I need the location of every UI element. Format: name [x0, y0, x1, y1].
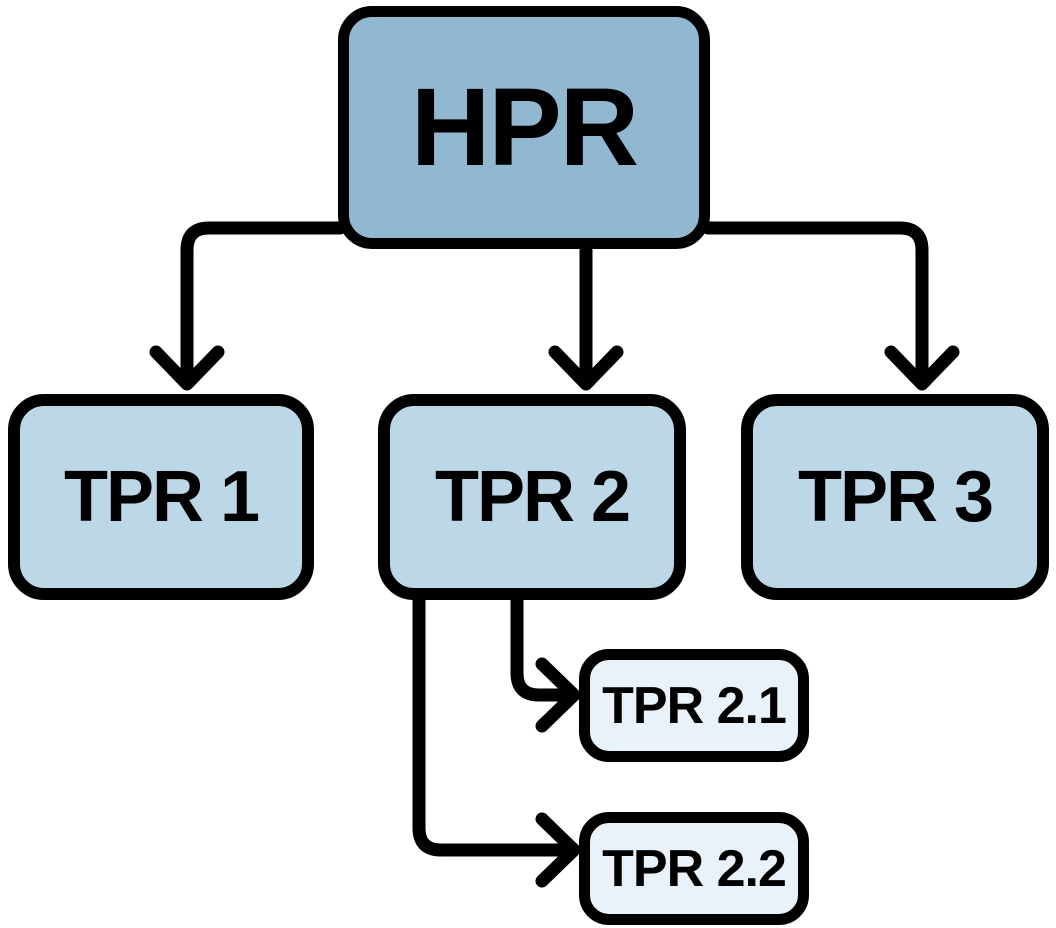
node-hpr: HPR: [338, 6, 710, 249]
edge-hpr-tpr3: [701, 221, 960, 391]
arrowhead-down-icon: [149, 345, 225, 391]
node-tpr22-label: TPR 2.2: [602, 839, 787, 898]
edge-tpr2-tpr21-line: [510, 591, 565, 702]
node-tpr22: TPR 2.2: [579, 812, 809, 925]
edge-hpr-tpr3-line: [701, 221, 929, 381]
edge-hpr-tpr1-line: [180, 221, 347, 381]
node-tpr2-label: TPR 2: [434, 457, 631, 537]
node-tpr3-label: TPR 3: [797, 457, 994, 537]
node-tpr1: TPR 1: [8, 394, 314, 600]
arrowhead-right-icon: [535, 812, 581, 888]
arrowhead-down-icon: [884, 345, 960, 391]
node-tpr2: TPR 2: [378, 394, 686, 600]
node-tpr3: TPR 3: [741, 394, 1049, 600]
arrowhead-right-icon: [535, 657, 581, 733]
edge-tpr2-tpr22-line: [412, 591, 565, 857]
edge-tpr2-tpr21: [510, 591, 581, 733]
node-tpr21-label: TPR 2.1: [602, 676, 787, 735]
edge-hpr-tpr1: [149, 221, 347, 391]
node-tpr1-label: TPR 1: [63, 457, 260, 537]
node-tpr21: TPR 2.1: [579, 649, 809, 762]
edge-hpr-tpr2: [548, 243, 624, 391]
edge-tpr2-tpr22: [412, 591, 581, 888]
node-hpr-label: HPR: [410, 66, 639, 189]
arrowhead-down-icon: [548, 345, 624, 391]
